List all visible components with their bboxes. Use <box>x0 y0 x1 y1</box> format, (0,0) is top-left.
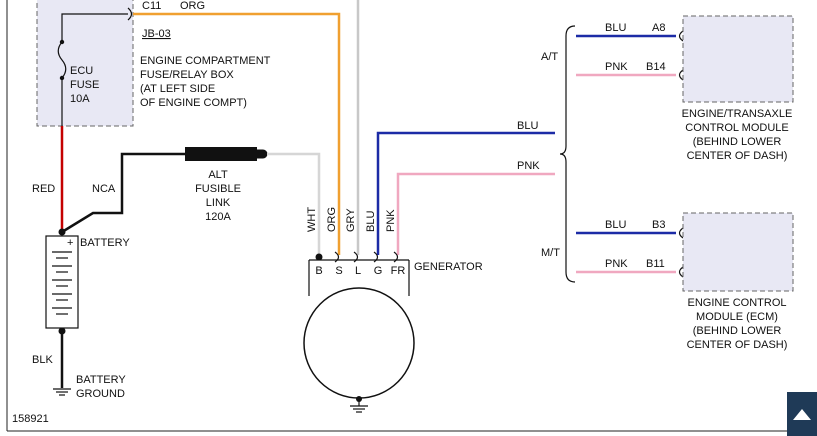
fusible-link-line-2: FUSIBLE <box>195 183 241 195</box>
generator-terminals <box>315 251 399 263</box>
tcm-line-2: CONTROL MODULE <box>685 122 789 134</box>
ecm-line-1: ENGINE CONTROL <box>687 297 786 309</box>
battery-cells-icon <box>52 251 72 315</box>
arrow-up-icon <box>793 408 811 420</box>
tcm-pnk-pin: B14 <box>646 61 666 73</box>
wire-org <box>133 12 341 255</box>
branch-brace <box>559 25 576 283</box>
generator-label: GENERATOR <box>414 261 483 273</box>
wire-nca <box>61 152 185 234</box>
wire-wht <box>267 152 321 255</box>
fuse-label-3: 10A <box>70 93 90 105</box>
wire-blu-label: BLU <box>517 120 538 132</box>
gen-wire-gry: GRY <box>345 208 357 232</box>
ecm-connector-b11 <box>678 266 684 278</box>
fuse-box-desc-4: OF ENGINE COMPT) <box>140 97 247 109</box>
fusible-link-line-1: ALT <box>208 169 228 181</box>
ecm-connector-b3 <box>678 227 684 239</box>
connector-wire-label: ORG <box>180 0 205 12</box>
battery-positive-dot <box>58 228 66 236</box>
tcm-blu-pin: A8 <box>652 22 665 34</box>
terminal-g: G <box>374 265 383 277</box>
battery-ground-line-2: GROUND <box>76 388 125 400</box>
gen-wire-blu: BLU <box>365 211 377 232</box>
tcm-line-1: ENGINE/TRANSAXLE <box>682 108 793 120</box>
wire-pnk-label: PNK <box>517 160 540 172</box>
generator-body <box>308 259 410 296</box>
tcm-connector-b14 <box>678 69 684 81</box>
tcm-module <box>682 15 794 103</box>
tcm-line-3: (BEHIND LOWER <box>693 136 782 148</box>
terminal-fr: FR <box>391 265 406 277</box>
battery-body <box>45 235 79 329</box>
fuse-box-desc-2: FUSE/RELAY BOX <box>140 69 234 81</box>
gen-wire-org: ORG <box>326 207 338 232</box>
fuse-box-inner-wire <box>61 13 128 20</box>
terminal-b: B <box>315 265 322 277</box>
wire-blu <box>376 131 555 255</box>
wire-pnk <box>396 172 555 255</box>
battery-label: BATTERY <box>80 237 130 249</box>
ecm-line-4: CENTER OF DASH) <box>687 339 788 351</box>
generator-ground-icon <box>350 399 368 413</box>
at-label: A/T <box>541 51 558 63</box>
wire-red-label: RED <box>32 183 55 195</box>
wire-nca-label: NCA <box>92 183 116 195</box>
tcm-pnk-label: PNK <box>605 61 628 73</box>
ecm-module <box>682 212 794 292</box>
wire-blk-label: BLK <box>32 354 53 366</box>
fuse-symbol <box>57 20 67 126</box>
fuse-box-desc-3: (AT LEFT SIDE <box>140 83 215 95</box>
scroll-to-top-button[interactable] <box>787 392 817 436</box>
fusible-link-line-4: 120A <box>205 211 231 223</box>
ecm-line-2: MODULE (ECM) <box>696 311 778 323</box>
generator-circle <box>303 287 415 399</box>
battery-ground-line-1: BATTERY <box>76 374 126 386</box>
tcm-line-4: CENTER OF DASH) <box>687 150 788 162</box>
ecm-blu-pin: B3 <box>652 219 665 231</box>
ecm-blu-label: BLU <box>605 219 626 231</box>
fuse-label-1: ECU <box>70 65 93 77</box>
fuse-label-2: FUSE <box>70 79 99 91</box>
jb-label: JB-03 <box>142 28 171 40</box>
ecm-line-3: (BEHIND LOWER <box>693 325 782 337</box>
battery-plus: + <box>67 237 73 249</box>
connector-c11 <box>127 7 133 21</box>
ecm-pnk-label: PNK <box>605 258 628 270</box>
tcm-connector-a8 <box>678 30 684 42</box>
ecm-pnk-pin: B11 <box>646 258 665 270</box>
figure-id: 158921 <box>12 413 49 425</box>
gen-wire-pnk: PNK <box>385 209 397 232</box>
connector-label: C11 <box>142 0 161 12</box>
battery-ground-icon <box>53 388 71 396</box>
fuse-relay-box <box>36 0 134 127</box>
terminal-s: S <box>335 265 342 277</box>
fusible-link-line-3: LINK <box>206 197 231 209</box>
tcm-blu-label: BLU <box>605 22 626 34</box>
fuse-box-desc-1: ENGINE COMPARTMENT <box>140 55 271 67</box>
fusible-link <box>185 147 257 161</box>
terminal-l: L <box>355 265 361 277</box>
gen-wire-wht: WHT <box>306 207 318 232</box>
fusible-link-end <box>257 149 268 159</box>
mt-label: M/T <box>541 247 560 259</box>
